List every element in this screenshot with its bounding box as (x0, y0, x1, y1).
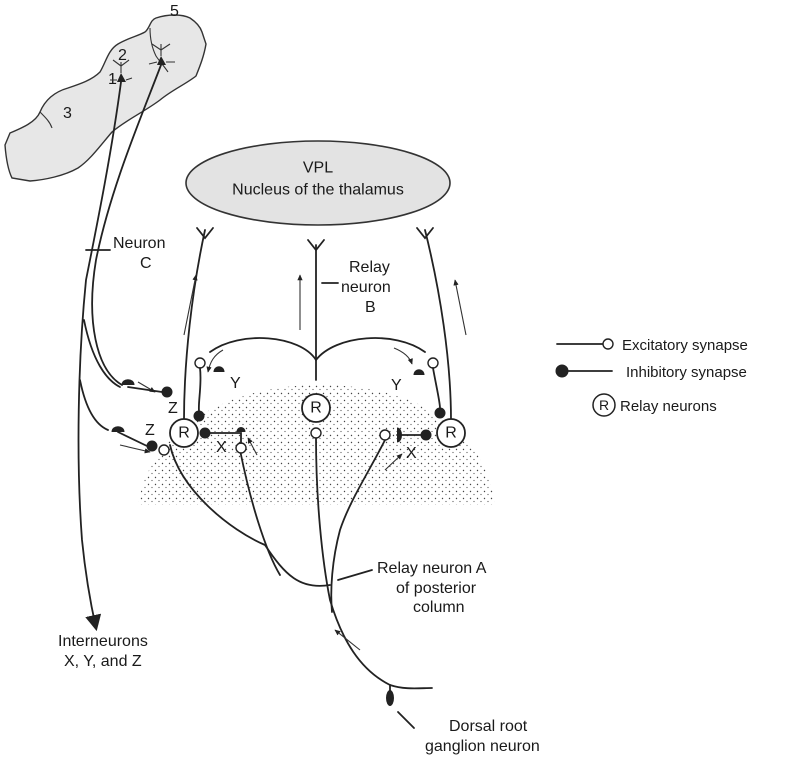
relay-neuron-left-label: R (178, 425, 190, 442)
y-left-connection (197, 367, 202, 412)
label-y-right: Y (391, 377, 402, 394)
inhibitory-synapse-y-right (434, 407, 446, 419)
neuron-c-line1: Neuron (113, 235, 165, 252)
label-x-left: X (216, 439, 227, 456)
cortical-neuron-bodies (110, 43, 175, 82)
cortex-strip (4, 14, 207, 182)
relay-neuron-right (436, 418, 466, 448)
neuron-c-axon-2 (91, 64, 162, 386)
terminal-left (196, 227, 214, 240)
arrow-up-left (183, 274, 198, 336)
neuron-c-axon-main (77, 81, 122, 632)
inhibitory-synapse-z-lower (146, 440, 158, 452)
relay-left-axon (183, 229, 206, 421)
vpl-thalamus (185, 140, 451, 226)
x-left-terminal (236, 427, 246, 433)
relay-neuron-center (301, 393, 331, 423)
y-right-connection (432, 367, 441, 409)
relay-b-line3: B (365, 299, 376, 316)
arrow-collateral-right (393, 347, 413, 365)
arrow-up-right (453, 279, 467, 336)
z-terminal-upper (121, 379, 135, 386)
interneurons-line2: X, Y, and Z (64, 653, 142, 670)
legend-relay-symbol-label: R (599, 397, 609, 413)
dorsal-root-line2: ganglion neuron (425, 738, 540, 755)
cortex-area-5-label: 5 (170, 3, 179, 20)
collateral-left (209, 337, 317, 361)
excitatory-synapse-left (158, 444, 170, 456)
interneurons-line1: Interneurons (58, 633, 148, 650)
dorsal-root-pointer (397, 711, 415, 729)
z-terminal-lower (111, 426, 125, 433)
relay-neuron-right-label: R (445, 425, 457, 442)
neuron-c-branch-1 (83, 319, 121, 388)
label-y-left: Y (230, 375, 241, 392)
y-terminal-left (213, 366, 225, 373)
relay-right-axon (424, 229, 452, 421)
y-terminal-right (413, 369, 425, 376)
terminal-center (307, 239, 325, 252)
legend: Excitatory synapse Inhibitory synapse R … (555, 337, 748, 417)
relay-a-pointer (337, 569, 373, 581)
excitatory-synapse-x-left (235, 442, 247, 454)
terminal-right (416, 227, 434, 240)
inhibitory-synapse-z-upper (161, 386, 173, 398)
arrow-relay-a (334, 629, 361, 651)
dorsal-root-ganglion (386, 690, 394, 706)
relay-b-line2: neuron (341, 279, 391, 296)
arrow-collateral-left (206, 349, 224, 373)
dorsal-root-fiber (389, 684, 433, 690)
relay-a-axon-center (315, 436, 391, 686)
legend-relay-symbol (592, 393, 616, 417)
neuron-c-branch-2 (79, 379, 109, 431)
legend-relay-label: Relay neurons (620, 398, 717, 415)
legend-excitatory-symbol (602, 338, 614, 350)
inhibitory-synapse-y-left (193, 410, 205, 422)
relay-a-axon-mid (239, 449, 281, 576)
neuron-c-line2: C (140, 255, 152, 272)
relay-neuron-left (169, 418, 199, 448)
excitatory-synapse-x-right (379, 429, 391, 441)
relay-a-line1: Relay neuron A (377, 560, 487, 577)
dorsal-root-line1: Dorsal root (449, 718, 528, 735)
z-lower-connection (117, 431, 148, 447)
arrow-right-x (384, 453, 403, 471)
excitatory-synapse-center (310, 427, 322, 439)
legend-inhibitory-symbol (555, 364, 569, 378)
collateral-right (315, 337, 426, 361)
legend-inhibitory-label: Inhibitory synapse (626, 364, 747, 381)
relay-a-line3: column (413, 599, 465, 616)
legend-excitatory-label: Excitatory synapse (622, 337, 748, 354)
x-right-terminal (396, 427, 402, 443)
x-left-connection (204, 432, 242, 444)
relay-a-line2: of posterior (396, 580, 477, 597)
relay-a-axon-left (169, 444, 331, 587)
z-upper-connection (127, 386, 163, 393)
relay-b-line1: Relay (349, 259, 390, 276)
arrow-left-x (247, 437, 258, 456)
thalamus-line2: Nucleus of the thalamus (232, 182, 404, 199)
cortex-area-3-label: 3 (63, 105, 72, 122)
label-x-right: X (406, 445, 417, 462)
thalamus-line1: VPL (303, 160, 333, 177)
relay-neuron-center-label: R (310, 400, 322, 417)
arrow-z-lower (119, 444, 151, 454)
relay-a-axon-right (330, 439, 386, 613)
excitatory-synapse-y-right (427, 357, 439, 369)
cortex-area-2-label: 2 (118, 47, 127, 64)
label-z-lower: Z (145, 422, 155, 439)
excitatory-synapse-y-left (194, 357, 206, 369)
label-z-upper: Z (168, 400, 178, 417)
